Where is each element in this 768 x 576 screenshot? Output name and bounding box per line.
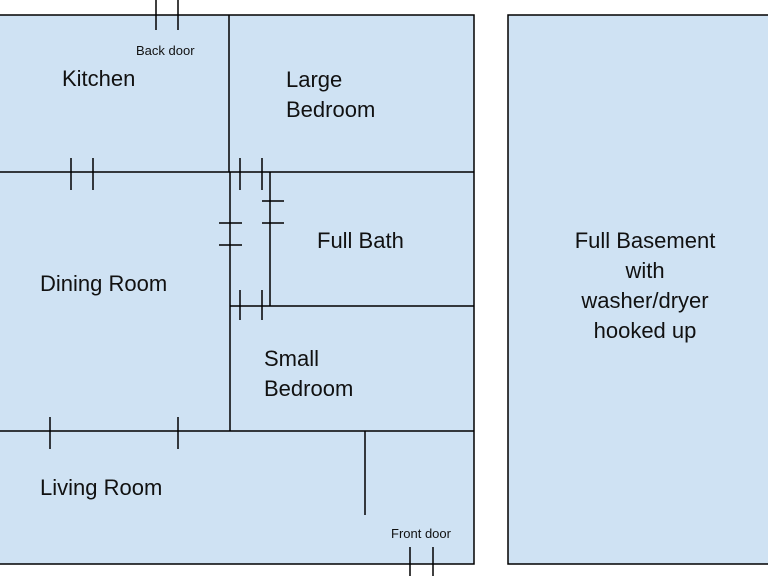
room-label-basement: Full Basement with washer/dryer hooked u… (574, 228, 716, 343)
room-label-full-bath: Full Bath (317, 228, 404, 253)
house-fill (0, 14, 475, 565)
door-label-front-door: Front door (391, 526, 451, 541)
room-label-small-bedroom: Small Bedroom (264, 346, 354, 401)
room-label-dining-room: Dining Room (40, 271, 168, 296)
room-label-living-room: Living Room (40, 475, 163, 500)
basement-room (507, 14, 768, 565)
door-label-back-door: Back door (136, 43, 195, 58)
room-label-large-bedroom: Large Bedroom (286, 67, 376, 122)
interior-walls (0, 15, 474, 515)
room-label-kitchen: Kitchen (62, 66, 136, 91)
door-marks (49, 0, 434, 576)
